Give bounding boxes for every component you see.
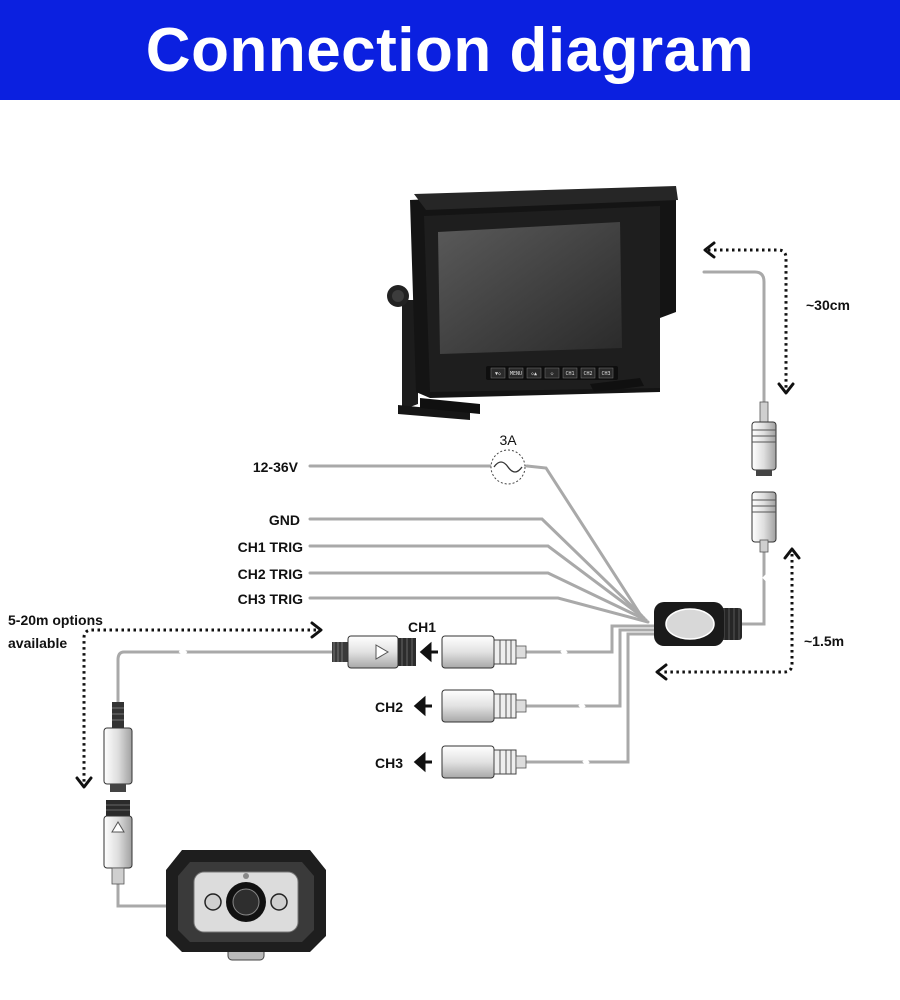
ch1-socket xyxy=(419,635,527,669)
gnd-wire xyxy=(308,517,644,618)
label-ch2-trig: CH2 TRIG xyxy=(238,566,303,582)
ch2-socket xyxy=(413,689,527,723)
label-extension-line2: available xyxy=(8,635,67,651)
junction-hub xyxy=(654,602,742,646)
arrow-head-icon xyxy=(655,663,668,681)
extension-plug xyxy=(332,635,416,669)
length-arrow-cable xyxy=(662,554,794,674)
monitor-buttons: ▼◇ MENU ◇▲ ◇ CH1 CH2 xyxy=(490,367,614,379)
label-power: 12-36V xyxy=(253,459,299,475)
monitor-lead-connectors xyxy=(751,401,777,553)
ch2-arrow-icon xyxy=(413,695,432,717)
monitor-button: CH1 xyxy=(562,367,578,379)
fuse xyxy=(490,449,526,485)
label-length-cable: ~1.5m xyxy=(804,633,844,649)
arrow-head-icon xyxy=(783,547,801,560)
cables xyxy=(116,270,766,908)
label-ch3-trig: CH3 TRIG xyxy=(238,591,303,607)
ch3-wire xyxy=(522,632,656,764)
arrow-head-icon xyxy=(703,241,716,259)
page-title: Connection diagram xyxy=(145,15,755,85)
monitor-lead-cable xyxy=(702,270,766,424)
monitor-button-label: CH3 xyxy=(601,371,610,377)
ch3-trig-wire xyxy=(308,596,650,624)
monitor-button-label: MENU xyxy=(510,371,522,377)
ch2-wire xyxy=(522,628,656,708)
label-ch3: CH3 xyxy=(375,755,403,771)
hub-lead-cable xyxy=(740,546,766,626)
ch3-socket xyxy=(413,745,527,779)
arrow-head-icon xyxy=(75,776,93,789)
monitor-button-label: ▼◇ xyxy=(495,371,501,377)
ir-led xyxy=(204,893,222,911)
label-ch1: CH1 xyxy=(408,619,436,635)
aviation-plug-male xyxy=(751,421,777,471)
length-arrow-extension xyxy=(82,628,316,782)
camera-lead-cable xyxy=(116,882,168,908)
monitor-button: CH3 xyxy=(598,367,614,379)
monitor-button: CH2 xyxy=(580,367,596,379)
ch1-arrow-icon xyxy=(419,641,438,663)
label-length-monitor: ~30cm xyxy=(806,297,850,313)
label-ch1-trig: CH1 TRIG xyxy=(238,539,303,555)
dimension-arrows xyxy=(82,248,794,782)
extension-vertical-connectors xyxy=(103,702,133,885)
monitor-button-label: CH1 xyxy=(565,371,574,377)
label-ch2: CH2 xyxy=(375,699,403,715)
ch1-wire xyxy=(522,624,656,654)
up-arrow-icon xyxy=(111,821,125,833)
aviation-plug-female xyxy=(103,727,133,785)
monitor-button: MENU xyxy=(508,367,524,379)
ch3-arrow-icon xyxy=(413,751,432,773)
ch1-trig-wire xyxy=(308,544,646,620)
monitor-button-label: ◇▲ xyxy=(531,371,537,377)
monitor-screen xyxy=(438,222,622,354)
monitor-button: ◇ xyxy=(544,367,560,379)
label-extension-line1: 5-20m options xyxy=(8,612,103,628)
camera xyxy=(166,850,326,961)
arrow-icon xyxy=(375,644,389,660)
arrow-head-icon xyxy=(310,621,323,639)
monitor-button: ◇▲ xyxy=(526,367,542,379)
ch2-trig-wire xyxy=(308,571,648,622)
label-gnd: GND xyxy=(269,512,300,528)
ir-led xyxy=(270,893,288,911)
monitor-button-label: CH2 xyxy=(583,371,592,377)
monitor-button: ▼◇ xyxy=(490,367,506,379)
label-fuse: 3A xyxy=(499,432,517,448)
extension-cable xyxy=(116,650,334,706)
arrow-head-icon xyxy=(777,382,795,395)
title-banner: Connection diagram xyxy=(0,0,900,100)
monitor: ▼◇ MENU ◇▲ ◇ CH1 CH2 xyxy=(387,186,678,420)
monitor-button-label: ◇ xyxy=(550,371,553,377)
arrow-heads xyxy=(75,241,801,789)
